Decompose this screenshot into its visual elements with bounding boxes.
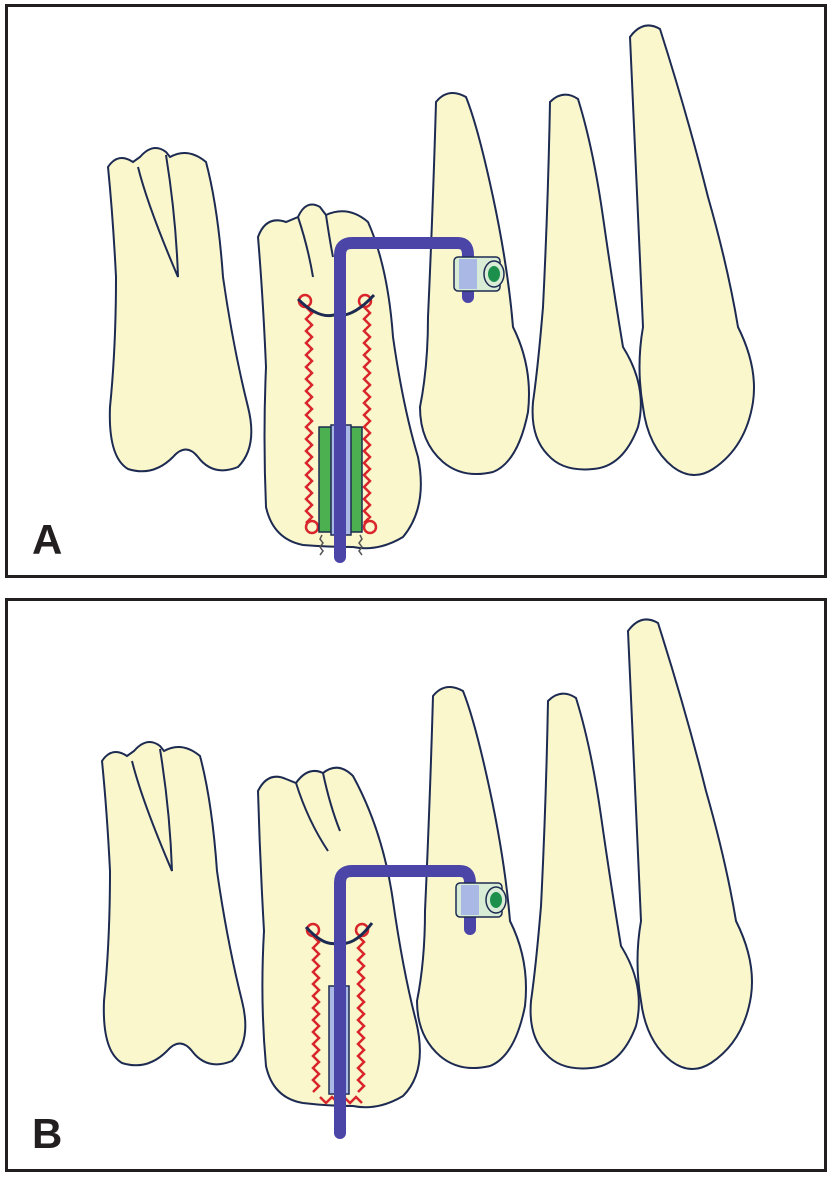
coil-spring-icon bbox=[356, 935, 366, 1093]
panel-label-b: B bbox=[32, 1110, 63, 1157]
panel-label-a: A bbox=[32, 516, 63, 563]
coil-spring-icon bbox=[304, 306, 314, 524]
archwire-icon bbox=[334, 237, 474, 563]
tooth-icon bbox=[529, 692, 640, 1070]
coil-spring-icon bbox=[362, 306, 372, 524]
panel-b: B bbox=[5, 598, 827, 1172]
panel-a: A bbox=[5, 4, 827, 578]
tooth-icon bbox=[628, 24, 755, 476]
tooth-icon bbox=[531, 93, 642, 471]
tooth-icon bbox=[100, 741, 247, 1067]
coil-spring-icon bbox=[311, 935, 321, 1093]
buccal-tube-icon bbox=[453, 256, 505, 292]
buccal-tube-icon bbox=[455, 882, 507, 918]
diagram-b bbox=[100, 618, 753, 1139]
archwire-icon bbox=[334, 865, 476, 1139]
diagram-a bbox=[106, 24, 755, 563]
tooth-icon bbox=[106, 147, 253, 473]
tooth-icon bbox=[626, 618, 753, 1070]
